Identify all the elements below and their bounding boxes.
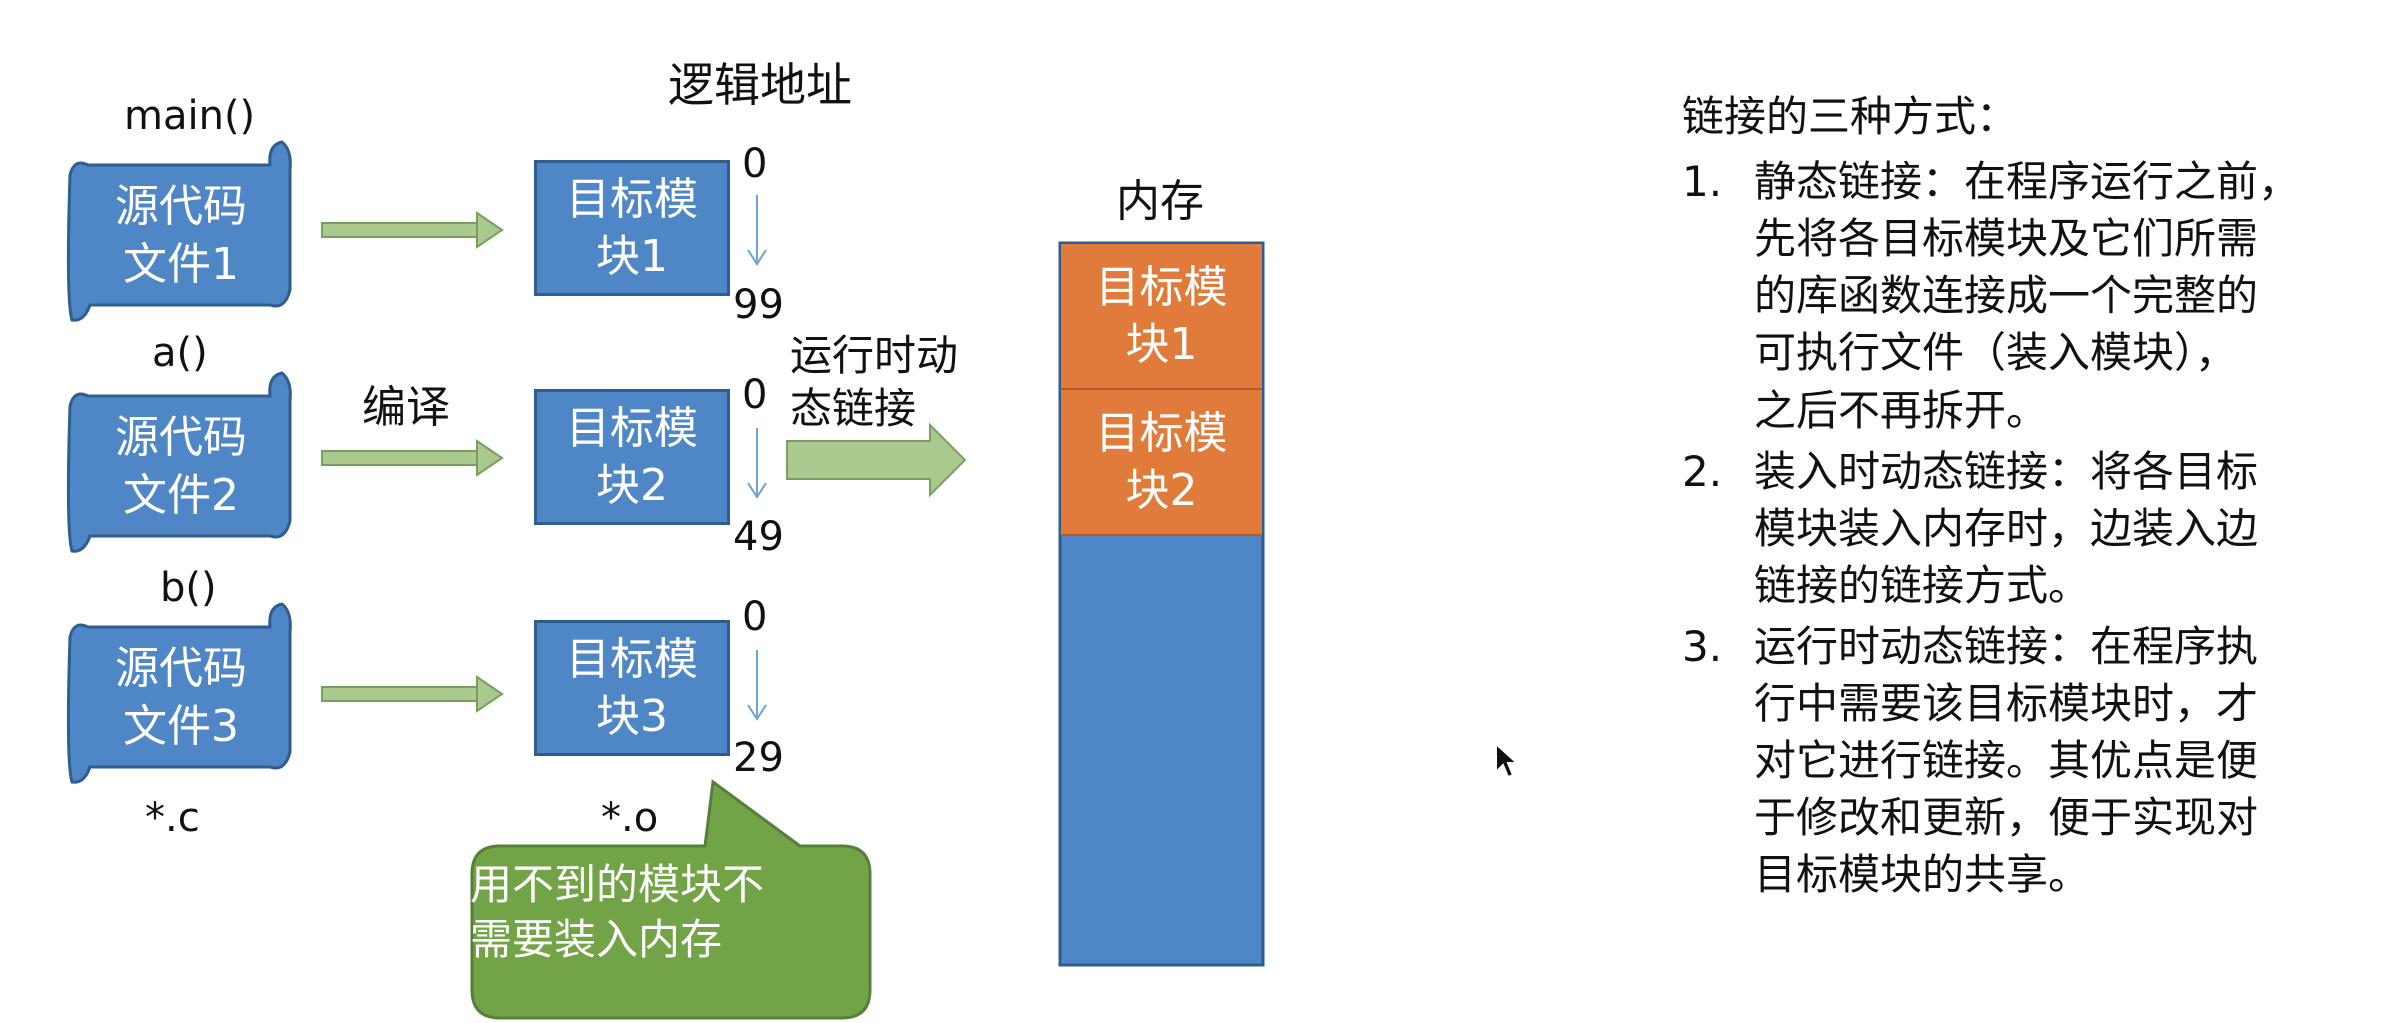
- memory-block-1-line2: 块1: [1125, 319, 1198, 370]
- method-line: 先将各目标模块及它们所需: [1754, 214, 2259, 264]
- source-file-3-line2: 文件3: [123, 700, 239, 752]
- module-3-addr-end: 29: [733, 735, 784, 781]
- object-module-1-line2: 块1: [596, 231, 668, 282]
- method-text: 运行时动态链接：在程序执 行中需要该目标模块时，才 对它进行链接。其优点是便 于…: [1754, 618, 2382, 904]
- module-1-addr-start: 0: [742, 141, 768, 187]
- memory-block-1-line1: 目标模: [1095, 261, 1228, 313]
- source-file-1-line2: 文件1: [123, 238, 239, 290]
- method-line: 装入时动态链接：将各目标: [1754, 446, 2259, 496]
- compile-arrow-2: [321, 439, 504, 477]
- module-2-addr-end: 49: [733, 514, 784, 560]
- method-number: 1.: [1682, 157, 1723, 207]
- linking-method-static: 1. 静态链接：在程序运行之前， 先将各目标模块及它们所需 的库函数连接成一个完…: [1682, 153, 2382, 439]
- method-line: 静态链接：在程序运行之前，: [1754, 157, 2301, 207]
- method-line: 目标模块的共享。: [1754, 850, 2091, 900]
- object-module-3-line1: 目标模: [566, 633, 698, 685]
- module-2-addr-start: 0: [742, 372, 768, 418]
- source-file-2-line1: 源代码: [115, 412, 247, 464]
- source-file-3-line1: 源代码: [115, 643, 247, 695]
- source-file-1-line1: 源代码: [115, 181, 247, 233]
- method-text: 静态链接：在程序运行之前， 先将各目标模块及它们所需 的库函数连接成一个完整的 …: [1754, 153, 2382, 439]
- linking-method-runtime: 3. 运行时动态链接：在程序执 行中需要该目标模块时，才 对它进行链接。其优点是…: [1682, 618, 2382, 904]
- method-line: 模块装入内存时，边装入边: [1754, 503, 2259, 553]
- address-arrow-3: [747, 650, 767, 721]
- object-module-2-line2: 块2: [596, 460, 668, 511]
- method-line: 于修改和更新，便于实现对: [1754, 793, 2259, 843]
- callout-text: 用不到的模块不 需要装入内存: [470, 858, 870, 967]
- memory-block-2-line1: 目标模: [1095, 407, 1228, 459]
- method-line: 对它进行链接。其优点是便: [1754, 736, 2259, 786]
- callout-bubble: [470, 779, 872, 1020]
- method-number: 3.: [1682, 621, 1723, 671]
- linking-method-load-time: 2. 装入时动态链接：将各目标 模块装入内存时，边装入边 链接的链接方式。: [1682, 443, 2382, 614]
- source-file-scroll-2: [66, 371, 292, 553]
- source-file-2-line2: 文件2: [123, 469, 239, 521]
- method-line: 运行时动态链接：在程序执: [1754, 621, 2259, 671]
- object-module-1-line1: 目标模: [566, 173, 698, 225]
- compile-arrow-3: [321, 675, 504, 713]
- module-3-addr-start: 0: [742, 594, 768, 640]
- address-arrow-1: [747, 195, 767, 266]
- object-module-3: 目标模 块3: [534, 620, 730, 756]
- module-1-addr-end: 99: [733, 282, 784, 328]
- object-module-1: 目标模 块1: [534, 160, 730, 296]
- method-line: 的库函数连接成一个完整的: [1754, 271, 2259, 321]
- source-file-2: 源代码 文件2: [76, 399, 286, 534]
- source-file-scroll-1: [66, 140, 292, 322]
- compile-arrow-1: [321, 211, 504, 249]
- runtime-link-label: 运行时动 态链接: [790, 330, 958, 435]
- method-line: 行中需要该目标模块时，才: [1754, 679, 2259, 729]
- source-ext-label: *.c: [145, 795, 200, 841]
- linking-methods-heading: 链接的三种方式：: [1682, 92, 2019, 141]
- method-line: 可执行文件（装入模块），: [1754, 328, 2238, 378]
- memory-title: 内存: [1116, 176, 1204, 227]
- function-label-a: a(): [152, 330, 208, 376]
- method-line: 之后不再拆开。: [1754, 385, 2049, 435]
- function-label-b: b(): [160, 565, 217, 611]
- function-label-main: main(): [124, 93, 256, 139]
- callout-line2: 需要装入内存: [470, 914, 723, 964]
- method-line: 链接的链接方式。: [1754, 560, 2091, 610]
- memory-block-2: 目标模 块2: [1061, 390, 1262, 536]
- memory-loaded-region: 目标模 块1 目标模 块2: [1061, 244, 1262, 536]
- method-text: 装入时动态链接：将各目标 模块装入内存时，边装入边 链接的链接方式。: [1754, 443, 2382, 614]
- callout-line1: 用不到的模块不: [470, 860, 765, 909]
- source-file-scroll-3: [66, 602, 292, 784]
- runtime-link-arrow: [786, 422, 967, 498]
- method-number: 2.: [1682, 446, 1723, 496]
- address-arrow-2: [747, 428, 767, 499]
- compile-label: 编译: [362, 382, 450, 433]
- mouse-cursor-icon: [1495, 742, 1520, 779]
- runtime-link-label-line2: 态链接: [790, 383, 917, 433]
- source-file-1: 源代码 文件1: [76, 168, 286, 303]
- memory-block-2-line2: 块2: [1125, 465, 1198, 516]
- memory-block-1: 目标模 块1: [1061, 244, 1262, 390]
- module-ext-label: *.o: [601, 795, 659, 841]
- object-module-2-line1: 目标模: [566, 402, 698, 454]
- linking-methods-panel: 链接的三种方式： 1. 静态链接：在程序运行之前， 先将各目标模块及它们所需 的…: [1682, 88, 2382, 904]
- runtime-link-label-line1: 运行时动: [790, 331, 959, 380]
- object-module-2: 目标模 块2: [534, 389, 730, 525]
- object-module-3-line2: 块3: [596, 691, 668, 742]
- logical-address-title: 逻辑地址: [668, 58, 852, 112]
- source-file-3: 源代码 文件3: [76, 630, 286, 765]
